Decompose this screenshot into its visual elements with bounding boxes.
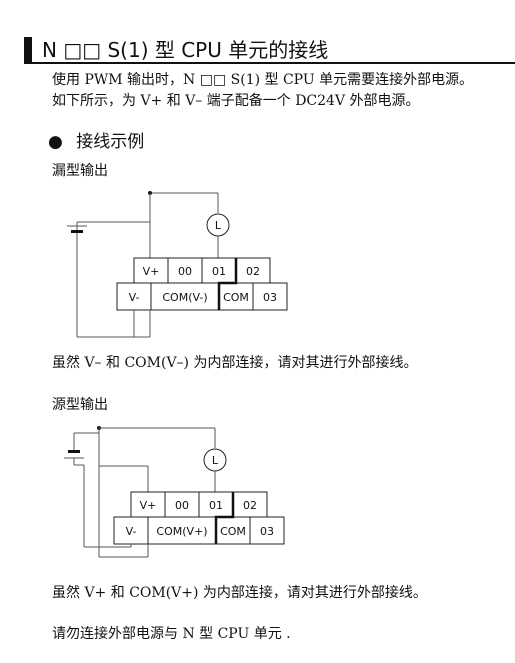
intro-line-1: 使用 PWM 输出时，N □□ S(1) 型 CPU 单元需要连接外部电源。 <box>52 72 474 88</box>
title-underline <box>24 62 515 64</box>
sink-terminal-vplus <box>133 257 169 284</box>
sink-terminal-label: 02 <box>246 265 260 278</box>
source-note: 虽然 V+ 和 COM(V+) 为内部连接，请对其进行外部接线。 <box>52 585 427 601</box>
source-terminal-label: 02 <box>243 499 257 512</box>
sink-wiring-diagram: L V+ 00 01 02 V- COM(V-) COM 03 <box>67 191 288 338</box>
intro-line-2: 如下所示，为 V+ 和 V– 端子配备一个 DC24V 外部电源。 <box>52 93 420 109</box>
source-terminal-label: 00 <box>175 499 189 512</box>
sink-internal-connection <box>217 258 238 310</box>
source-terminal-label: V- <box>126 525 137 538</box>
source-terminal-01 <box>198 491 234 518</box>
title-marker-block <box>24 37 32 63</box>
page-title-bar: N □□ S(1) 型 CPU 单元的接线 <box>24 37 515 64</box>
sink-terminal-label: 03 <box>263 291 277 304</box>
battery-icon <box>71 230 83 233</box>
source-terminal-label: COM <box>220 525 246 538</box>
source-terminal-label: 01 <box>209 499 223 512</box>
source-output-label: 源型输出 <box>52 397 108 413</box>
sink-note: 虽然 V– 和 COM(V–) 为内部连接，请对其进行外部接线。 <box>52 355 418 371</box>
sink-terminal-label: 01 <box>212 265 226 278</box>
sink-terminal-label: V+ <box>143 265 160 278</box>
battery-icon <box>68 450 80 453</box>
page-title: N □□ S(1) 型 CPU 单元的接线 <box>42 38 329 62</box>
source-load-label: L <box>212 454 219 467</box>
source-wiring-diagram: L V+ 00 01 02 V- COM(V+) COM 03 <box>64 426 285 558</box>
source-terminal-02 <box>232 491 268 518</box>
sink-load-label: L <box>215 219 222 232</box>
source-terminal-label: COM(V+) <box>156 525 207 538</box>
section-heading: ● 接线示例 <box>48 131 144 153</box>
sink-output-label: 漏型输出 <box>52 163 108 179</box>
bullet-icon: ● <box>48 132 63 152</box>
sink-terminal-label: COM <box>223 291 249 304</box>
source-terminal-com-vplus <box>147 516 217 545</box>
source-terminal-label: 03 <box>260 525 274 538</box>
sink-terminal-03 <box>252 282 288 311</box>
source-internal-connection <box>214 492 235 544</box>
sink-terminal-label: V- <box>129 291 140 304</box>
source-terminal-label: V+ <box>140 499 157 512</box>
sink-terminal-label: COM(V-) <box>162 291 207 304</box>
section-heading-label: 接线示例 <box>76 132 145 152</box>
sink-terminal-label: 00 <box>178 265 192 278</box>
source-terminal-03 <box>249 516 285 545</box>
warning-text: 请勿连接外部电源与 N 型 CPU 单元 . <box>52 626 291 642</box>
